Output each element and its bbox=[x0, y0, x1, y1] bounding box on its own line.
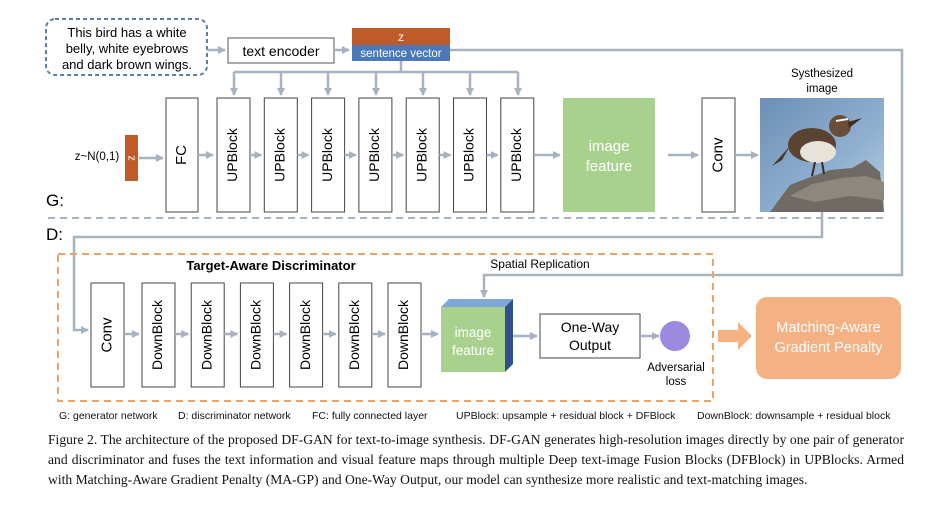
ma-gp-arrow bbox=[718, 322, 752, 350]
downblock-1: DownBlock bbox=[141, 282, 176, 388]
legend-g: G: generator network bbox=[59, 410, 158, 422]
figure-caption: Figure 2. The architecture of the propos… bbox=[48, 432, 904, 487]
downblock-3-label: DownBlock bbox=[248, 299, 264, 370]
legend-upblock: UPBlock: upsample + residual block + DFB… bbox=[456, 410, 676, 422]
text-encoder-label: text encoder bbox=[242, 43, 319, 59]
legend-fc: FC: fully connected layer bbox=[312, 410, 428, 422]
d-title: Target-Aware Discriminator bbox=[186, 258, 355, 273]
spatial-replication-label: Spatial Replication bbox=[490, 257, 589, 271]
d-conv-label: Conv bbox=[98, 317, 115, 353]
upblock-6: UPBlock bbox=[453, 97, 487, 213]
downblock-5-label: DownBlock bbox=[346, 299, 362, 370]
sentence-vector: z sentence vector bbox=[352, 28, 450, 61]
upblock-5: UPBlock bbox=[405, 97, 440, 213]
downblock-group: DownBlock DownBlock DownBlock DownBlock Down… bbox=[141, 282, 439, 388]
synthesized-bird-image bbox=[760, 98, 884, 212]
downblock-2: DownBlock bbox=[190, 282, 225, 388]
discriminator-border bbox=[57, 253, 714, 402]
synth-title-2: image bbox=[806, 83, 837, 95]
prompt-line-2: belly, white eyebrows bbox=[66, 41, 189, 56]
upblock-5-label: UPBlock bbox=[413, 127, 429, 182]
gen-feature-line-1: image bbox=[589, 138, 630, 155]
ma-gp-line-2: Gradient Penalty bbox=[774, 340, 883, 356]
upblock-2-label: UPBlock bbox=[272, 127, 288, 182]
one-way-output-box: One-Way Output bbox=[539, 313, 641, 359]
one-way-line-2: Output bbox=[569, 337, 611, 353]
image-to-d-arrow bbox=[72, 212, 824, 334]
upblock-7-label: UPBlock bbox=[508, 127, 524, 182]
text-condition-arrows bbox=[230, 48, 904, 298]
downblock-6: DownBlock bbox=[387, 282, 422, 388]
downblock-3: DownBlock bbox=[239, 282, 274, 388]
generator-image-feature: image feature bbox=[563, 98, 655, 212]
architecture-diagram: This bird has a white belly, white eyebr… bbox=[45, 18, 904, 402]
g-label: G: bbox=[46, 191, 64, 210]
noise-z: z bbox=[125, 135, 138, 181]
sentence-vector-label: sentence vector bbox=[360, 48, 441, 60]
d-image-feature: image feature bbox=[441, 299, 513, 372]
downblock-6-label: DownBlock bbox=[395, 299, 411, 370]
d-feature-line-1: image bbox=[455, 325, 492, 340]
ma-gp-box: Matching-Aware Gradient Penalty bbox=[756, 297, 901, 379]
d-feature-line-2: feature bbox=[452, 343, 494, 358]
noise-label: z~N(0,1) bbox=[75, 151, 120, 163]
upblock-3-label: UPBlock bbox=[319, 127, 335, 182]
legend-d: D: discriminator network bbox=[178, 410, 291, 422]
prompt-line-1: This bird has a white bbox=[67, 25, 186, 40]
text-prompt: This bird has a white belly, white eyebr… bbox=[45, 18, 208, 76]
upblock-1: UPBlock bbox=[216, 97, 251, 213]
upblock-6-label: UPBlock bbox=[461, 127, 477, 182]
downblock-2-label: DownBlock bbox=[198, 299, 214, 370]
upblock-2: UPBlock bbox=[263, 97, 298, 213]
gen-feature-line-2: feature bbox=[586, 158, 633, 175]
text-encoder-box: text encoder bbox=[227, 37, 335, 64]
gen-conv-block: Conv bbox=[701, 97, 736, 213]
upblock-7: UPBlock bbox=[500, 97, 535, 213]
prompt-line-3: and dark brown wings. bbox=[62, 57, 192, 72]
sentence-z-label: z bbox=[398, 30, 404, 44]
downblock-4-label: DownBlock bbox=[297, 299, 313, 370]
gen-conv-label: Conv bbox=[709, 137, 726, 173]
fc-block: FC bbox=[165, 97, 199, 213]
adv-loss-line-1: Adversarial bbox=[647, 362, 705, 374]
downblock-1-label: DownBlock bbox=[149, 299, 165, 370]
noise-z-label: z bbox=[125, 155, 137, 161]
synth-title-1: Systhesized bbox=[791, 68, 853, 80]
downblock-5: DownBlock bbox=[338, 282, 373, 388]
upblock-4: UPBlock bbox=[358, 97, 393, 213]
one-way-line-1: One-Way bbox=[561, 319, 620, 335]
upblock-1-label: UPBlock bbox=[224, 127, 240, 182]
adversarial-loss-node bbox=[660, 321, 690, 351]
legend-downblock: DownBlock: downsample + residual block bbox=[697, 410, 891, 422]
ma-gp-line-1: Matching-Aware bbox=[776, 320, 881, 336]
upblock-4-label: UPBlock bbox=[366, 127, 382, 182]
upblock-3: UPBlock bbox=[311, 97, 346, 213]
adv-loss-line-2: loss bbox=[666, 376, 687, 388]
downblock-4: DownBlock bbox=[289, 282, 324, 388]
upblock-group: UPBlock UPBlock UPBlock UPBlock UPBlock UPBlo… bbox=[216, 97, 561, 213]
d-label: D: bbox=[46, 225, 63, 244]
fc-label: FC bbox=[173, 145, 190, 165]
d-conv-block: Conv bbox=[90, 282, 125, 388]
